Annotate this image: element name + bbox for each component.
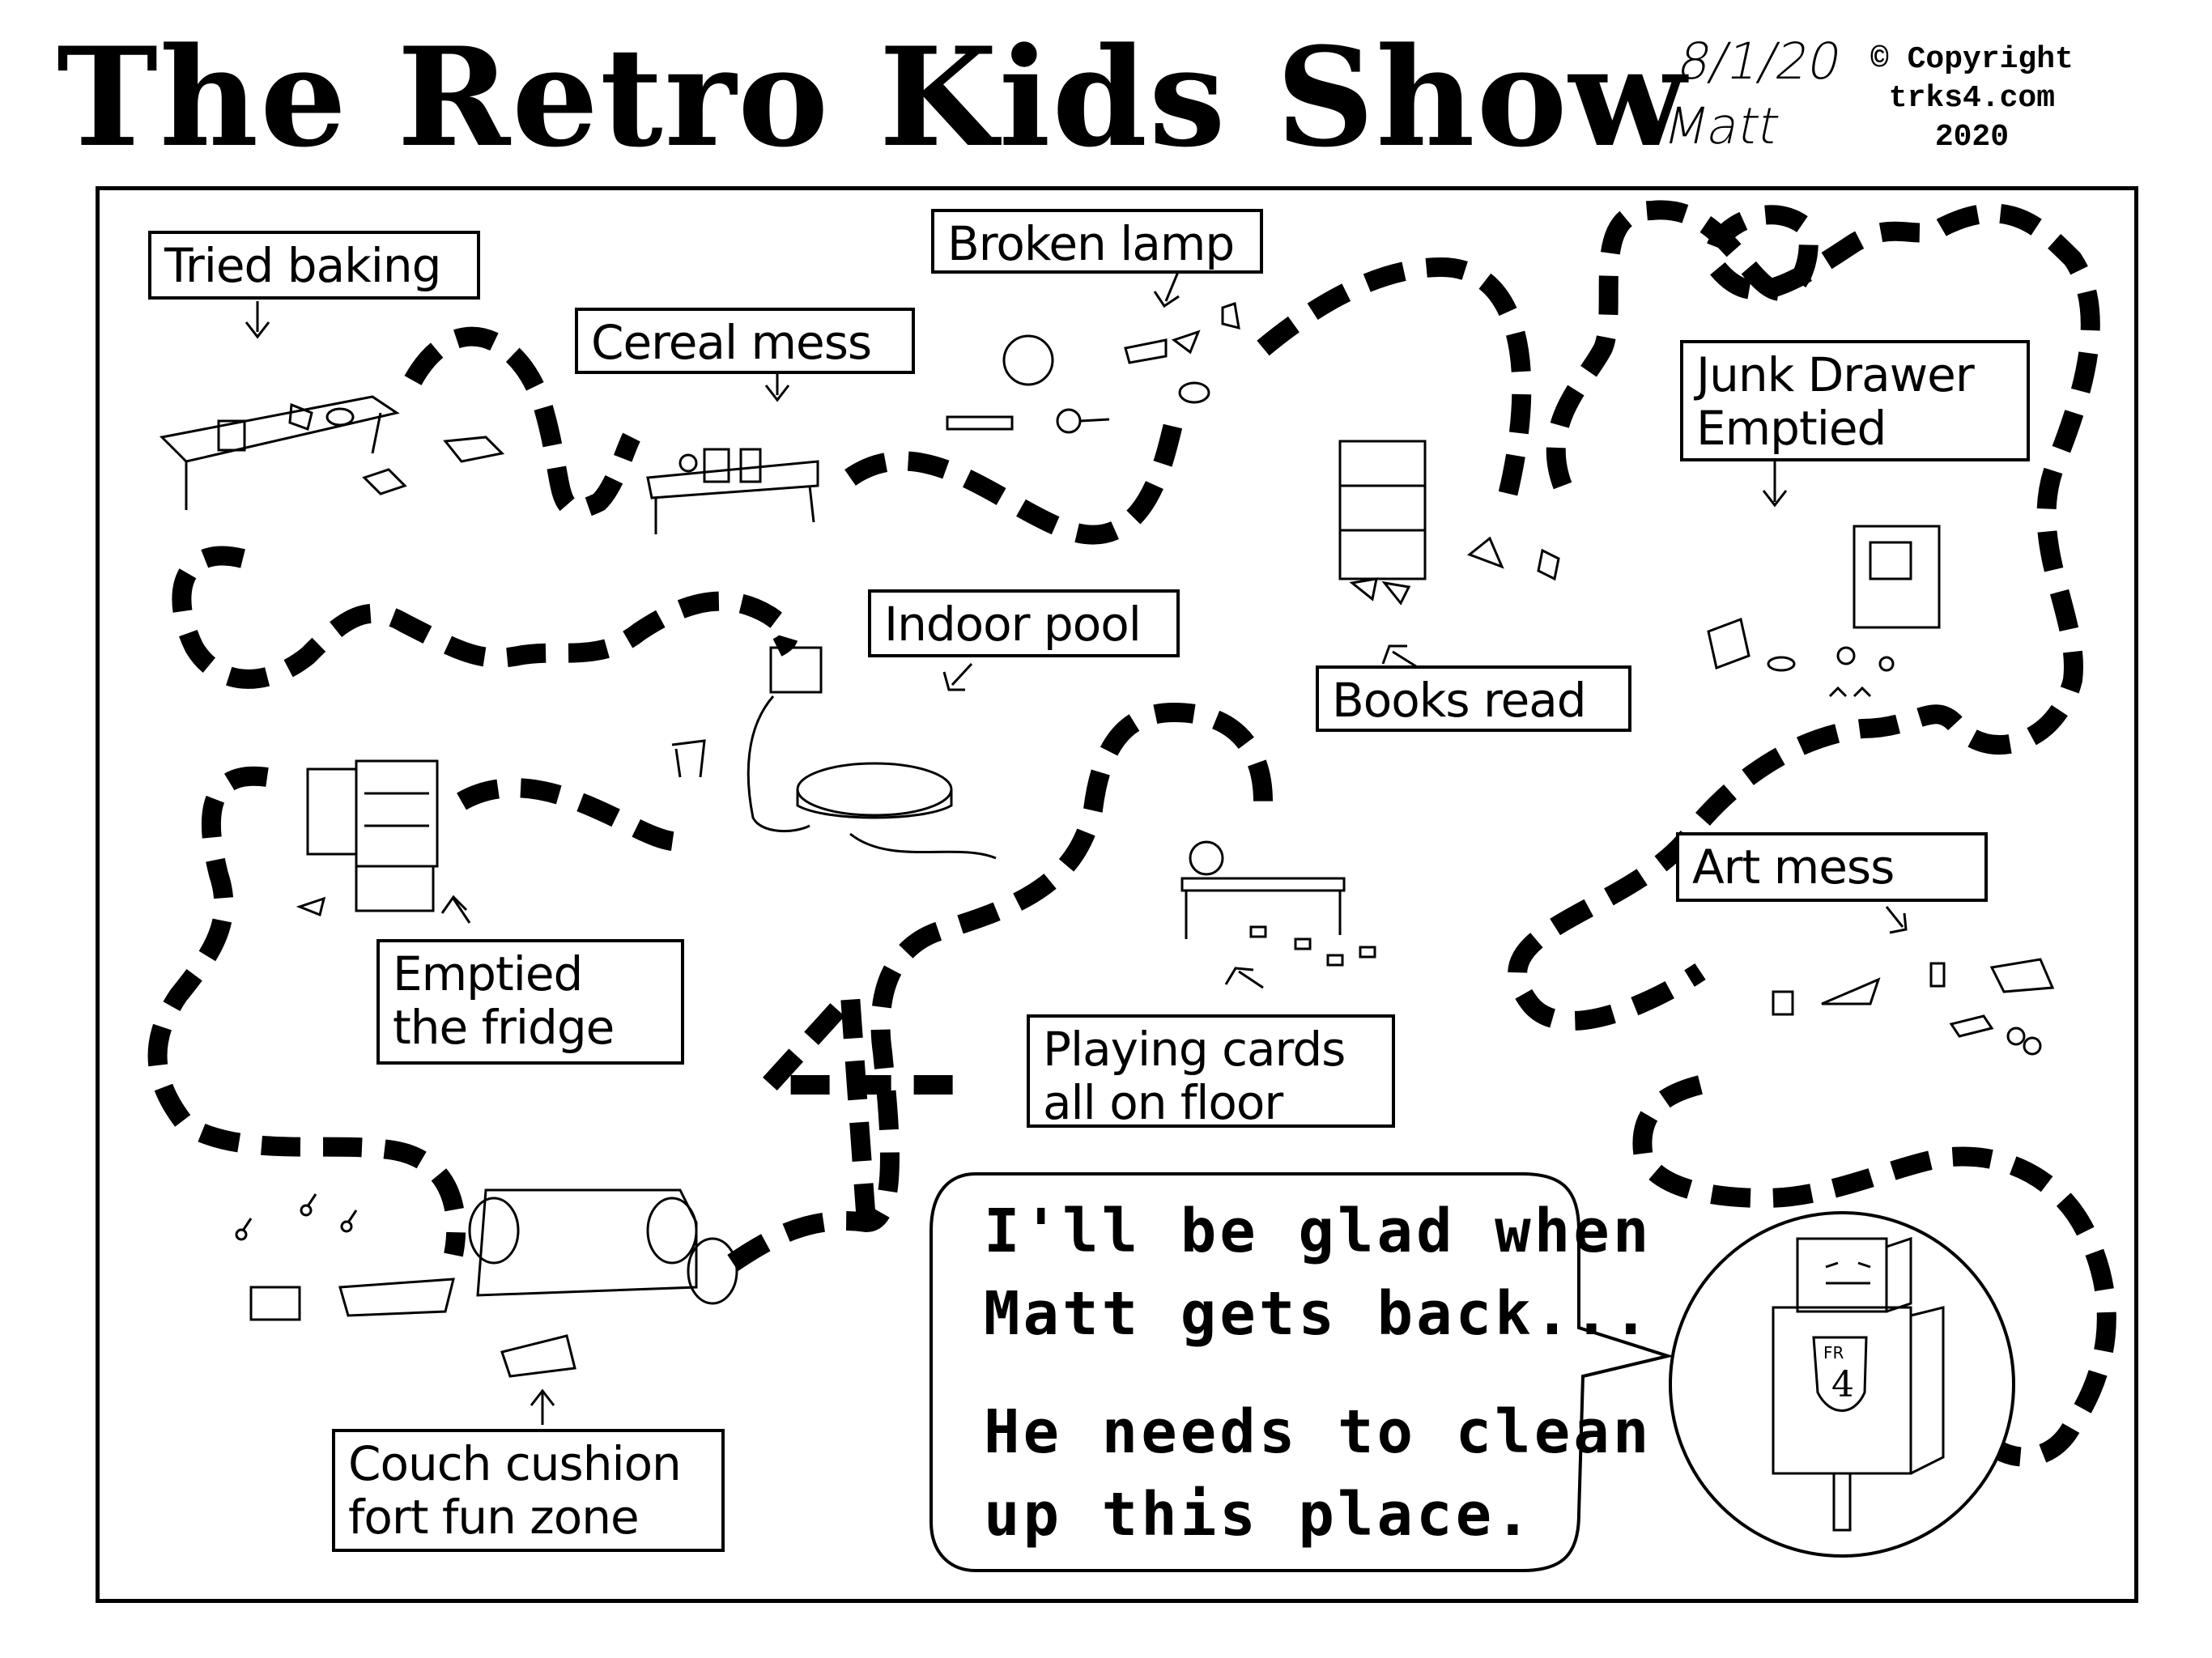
label-junk-drawer: Junk Drawer Emptied	[1680, 340, 2030, 461]
fridge-sketch	[296, 759, 439, 917]
card-table-sketch	[1180, 840, 1376, 967]
label-books-read: Books read	[1316, 665, 1631, 732]
label-playing-cards: Playing cards all on floor	[1027, 1014, 1395, 1129]
dashed-path	[1257, 257, 1532, 504]
robot-badge-letters: FR	[1823, 1343, 1844, 1363]
label-tried-baking: Tried baking	[148, 231, 480, 300]
junk-drawer-sketch	[1707, 525, 1941, 698]
dashed-path	[147, 766, 466, 1257]
bookshelf-sketch	[1338, 440, 1560, 606]
robot-portrait-circle	[1669, 1211, 2015, 1558]
speech-line-2: He needs to clean up this place.	[984, 1397, 1653, 1550]
copyright-notice: © Copyright trks4.com 2020	[1870, 40, 2074, 157]
comic-panel	[96, 186, 2138, 1603]
label-broken-lamp: Broken lamp	[931, 209, 1263, 274]
art-mess-sketch	[1772, 958, 2055, 1056]
cereal-mess-sketch	[646, 448, 819, 534]
indoor-pool-sketch	[671, 646, 997, 860]
baking-mess-sketch	[159, 395, 505, 510]
label-emptied-fridge: Emptied the fridge	[376, 939, 684, 1065]
dashed-path	[172, 546, 798, 689]
dashed-path	[457, 778, 689, 852]
copyright-line: © Copyright	[1870, 42, 2074, 77]
dashed-path	[404, 326, 640, 519]
label-cereal-mess: Cereal mess	[575, 308, 915, 374]
dashed-path	[747, 972, 972, 1223]
label-art-mess: Art mess	[1676, 832, 1988, 902]
broken-lamp-sketch	[946, 302, 1240, 434]
dashed-path	[844, 419, 1184, 545]
label-indoor-pool: Indoor pool	[868, 589, 1180, 657]
copyright-site: trks4.com	[1888, 81, 2056, 116]
couch-sketch	[235, 1188, 738, 1378]
copyright-year: 2020	[1934, 120, 2010, 155]
label-couch-cushion: Couch cushion fort fun zone	[332, 1429, 725, 1552]
robot-badge-number: 4	[1831, 1364, 1854, 1405]
speech-line-1: I'll be glad when Matt gets back...	[984, 1197, 1653, 1349]
comic-title: The Retro Kids Show	[57, 17, 1688, 177]
speech-bubble-outline	[929, 1172, 1674, 1572]
dashed-path	[1508, 200, 2100, 1031]
robot-sketch	[1772, 1236, 1945, 1532]
